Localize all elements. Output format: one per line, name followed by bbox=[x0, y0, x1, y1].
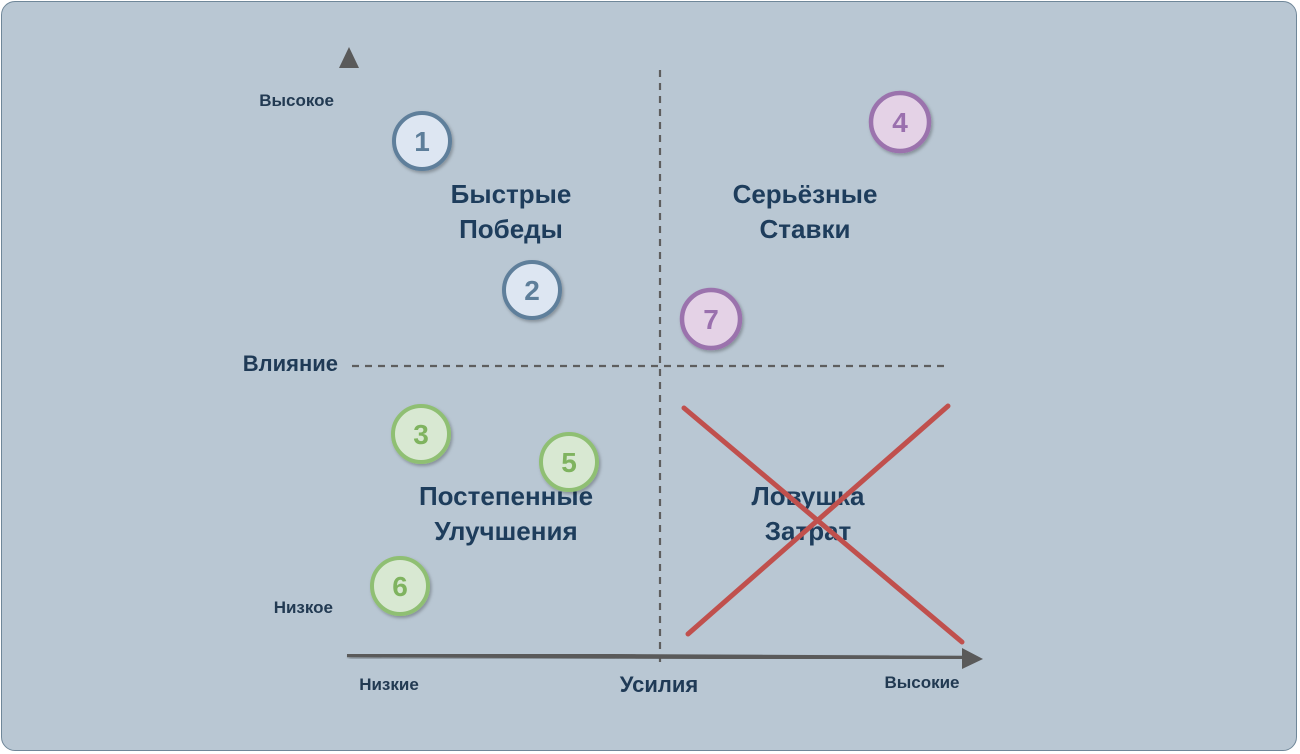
quadrant-major-bets: Серьёзные Ставки bbox=[733, 179, 878, 244]
x-axis-title: Усилия bbox=[620, 672, 698, 697]
badge-7: 7 bbox=[679, 287, 743, 351]
y-axis-arrow-icon bbox=[339, 47, 359, 68]
badge-1: 1 bbox=[392, 111, 452, 171]
quadrant-major-bets-line2: Ставки bbox=[760, 214, 851, 244]
badge-3-label: 3 bbox=[413, 419, 429, 450]
badge-4-label: 4 bbox=[892, 107, 908, 138]
badge-4: 4 bbox=[868, 90, 932, 154]
badge-6-label: 6 bbox=[392, 571, 408, 602]
x-axis-low-label: Низкие bbox=[359, 675, 419, 694]
quadrant-quick-wins: Быстрые Победы bbox=[451, 179, 572, 244]
x-axis-line bbox=[346, 652, 965, 661]
badge-1-label: 1 bbox=[414, 126, 430, 157]
quadrant-major-bets-line1: Серьёзные bbox=[733, 179, 878, 209]
y-axis-low-label: Низкое bbox=[274, 598, 333, 617]
cross-out-icon bbox=[681, 403, 965, 645]
x-axis-high-label: Высокие bbox=[884, 673, 959, 692]
quadrant-quick-wins-line1: Быстрые bbox=[451, 179, 572, 209]
badge-5: 5 bbox=[539, 432, 599, 492]
badge-2-label: 2 bbox=[524, 275, 540, 306]
x-axis-arrow-icon bbox=[962, 648, 983, 669]
y-axis-high-label: Высокое bbox=[259, 91, 334, 110]
quadrant-quick-wins-line2: Победы bbox=[459, 214, 563, 244]
quadrant-incremental-line2: Улучшения bbox=[434, 516, 577, 546]
badge-6: 6 bbox=[370, 556, 430, 616]
badge-3: 3 bbox=[391, 404, 451, 464]
badge-5-label: 5 bbox=[561, 447, 577, 478]
badge-7-label: 7 bbox=[703, 304, 719, 335]
y-axis-title: Влияние bbox=[243, 351, 338, 376]
quadrant-incremental-improvements: Постепенные Улучшения bbox=[419, 481, 593, 546]
badge-2: 2 bbox=[502, 260, 562, 320]
